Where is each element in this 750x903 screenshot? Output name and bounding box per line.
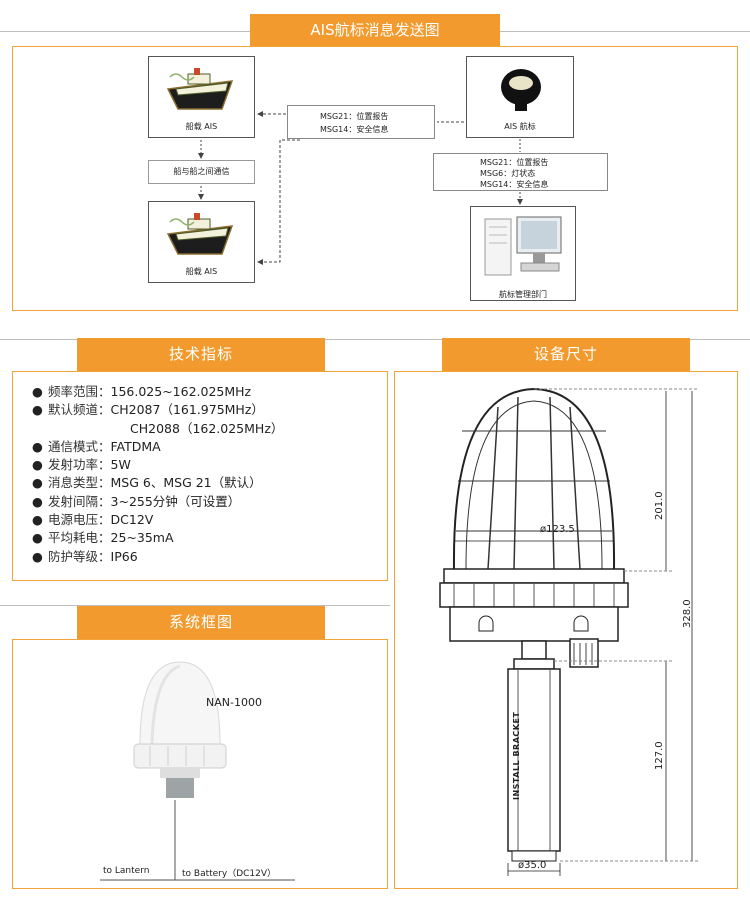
spec-item: ● 平均耗电：25~35mA [32,529,283,547]
bullet-icon: ● [32,548,43,564]
spec-item: ● 发射功率：5W [32,456,283,474]
dimension-dia-bottom: ø35.0 [518,860,547,871]
spec-value: CH2088（162.025MHz） [130,420,284,436]
spec-label: 发射功率： [48,457,111,473]
ship-bottom-label: 船载 AIS [185,267,218,276]
beacon-label: AIS 航标 [504,122,536,131]
ais-panel [12,46,738,311]
spec-panel [12,371,388,581]
beacon-icon [501,69,541,111]
dept-box: 航标管理部门 [470,206,576,301]
spec-label: 通信模式： [48,438,111,454]
spec-label: 消息类型： [48,475,111,491]
spec-title: 技术指标 [168,345,233,363]
ship-top-label: 船载 AIS [185,122,218,131]
ship-comm-box: 船与船之间通信 [148,160,255,184]
spec-item: ● 频率范围：156.025~162.025MHz [32,383,283,401]
dept-label: 航标管理部门 [499,290,547,299]
spec-item: ● 通信模式：FATDMA [32,438,283,456]
beacon-device-illustration [133,661,227,798]
bullet-icon: ● [32,512,43,528]
spec-label: 防护等级： [48,548,111,564]
spec-value: MSG 6、MSG 21（默认） [110,475,262,491]
spec-list: ● 频率范围：156.025~162.025MHz ● 默认频道：CH2087（161… [32,383,283,566]
bullet-icon: ● [32,438,43,454]
dimension-height-127: 127.0 [654,741,665,770]
bullet-icon: ● [32,475,43,491]
to-lantern-label: to Lantern [103,866,150,876]
model-label: NAN-1000 [206,696,262,709]
spec-item: CH2088（162.025MHz） [48,420,283,438]
ship-icon [166,213,234,255]
msg-left-box: MSG21：位置报告 MSG14：安全信息 [287,105,435,139]
spec-label: 电源电压： [48,512,111,528]
dimension-dia-top: ø123.5 [540,524,575,535]
ship-comm-label: 船与船之间通信 [173,167,230,176]
bullet-icon: ● [32,457,43,473]
msg-right-line-3: MSG14：安全信息 [480,180,549,189]
spec-label: 发射间隔： [48,493,111,509]
dimension-title: 设备尺寸 [533,345,598,363]
beacon-box: AIS 航标 [466,56,574,138]
spec-label: 平均耗电： [48,530,111,546]
spec-value: 25~35mA [110,530,174,546]
dimension-height-328: 328.0 [682,599,693,628]
spec-item: ● 发射间隔：3~255分钟（可设置） [32,493,283,511]
bullet-icon: ● [32,493,43,509]
spec-item: ● 防护等级：IP66 [32,548,283,566]
spec-item: ● 默认频道：CH2087（161.975MHz） [32,401,283,419]
msg-right-line-1: MSG21：位置报告 [480,158,549,167]
computer-icon [484,216,562,276]
spec-value: 5W [110,457,131,473]
system-title-band: 系统框图 [77,606,325,639]
bullet-icon: ● [32,530,43,546]
spec-title-band: 技术指标 [77,338,325,371]
ais-connectors [198,111,523,265]
spec-value: CH2087（161.975MHz） [110,402,264,418]
msg-right-line-2: MSG6：灯状态 [480,169,536,178]
dimension-drawing [439,387,699,876]
spec-rule [0,339,750,340]
spec-value: 156.025~162.025MHz [110,384,252,399]
ship-bottom-box: 船载 AIS [148,201,255,283]
bullet-icon: ● [32,402,43,418]
dimension-title-band: 设备尺寸 [442,338,690,371]
to-battery-label: to Battery（DC12V） [182,869,277,879]
bracket-label: INSTALL BRACKET [512,711,521,800]
ship-icon [166,68,234,110]
spec-item: ● 消息类型：MSG 6、MSG 21（默认） [32,474,283,492]
system-title: 系统框图 [168,613,233,631]
dimension-height-201: 201.0 [654,491,665,520]
spec-value: FATDMA [110,438,161,454]
bullet-icon: ● [32,384,43,399]
msg-left-line-1: MSG21：位置报告 [320,112,389,121]
spec-value: DC12V [110,512,154,528]
ais-title: AIS航标消息发送图 [310,21,440,39]
ais-title-band: AIS航标消息发送图 [250,14,500,46]
msg-left-line-2: MSG14：安全信息 [320,125,389,134]
spec-value: 3~255分钟（可设置） [110,493,241,509]
system-wires [100,800,295,881]
spec-item: ● 电源电压：DC12V [32,511,283,529]
ship-top-box: 船载 AIS [148,56,255,138]
spec-value: IP66 [110,548,138,564]
spec-label: 频率范围： [48,384,111,399]
msg-right-box: MSG21：位置报告 MSG6：灯状态 MSG14：安全信息 [433,153,608,191]
spec-label: 默认频道： [48,402,111,418]
system-rule [0,605,390,606]
